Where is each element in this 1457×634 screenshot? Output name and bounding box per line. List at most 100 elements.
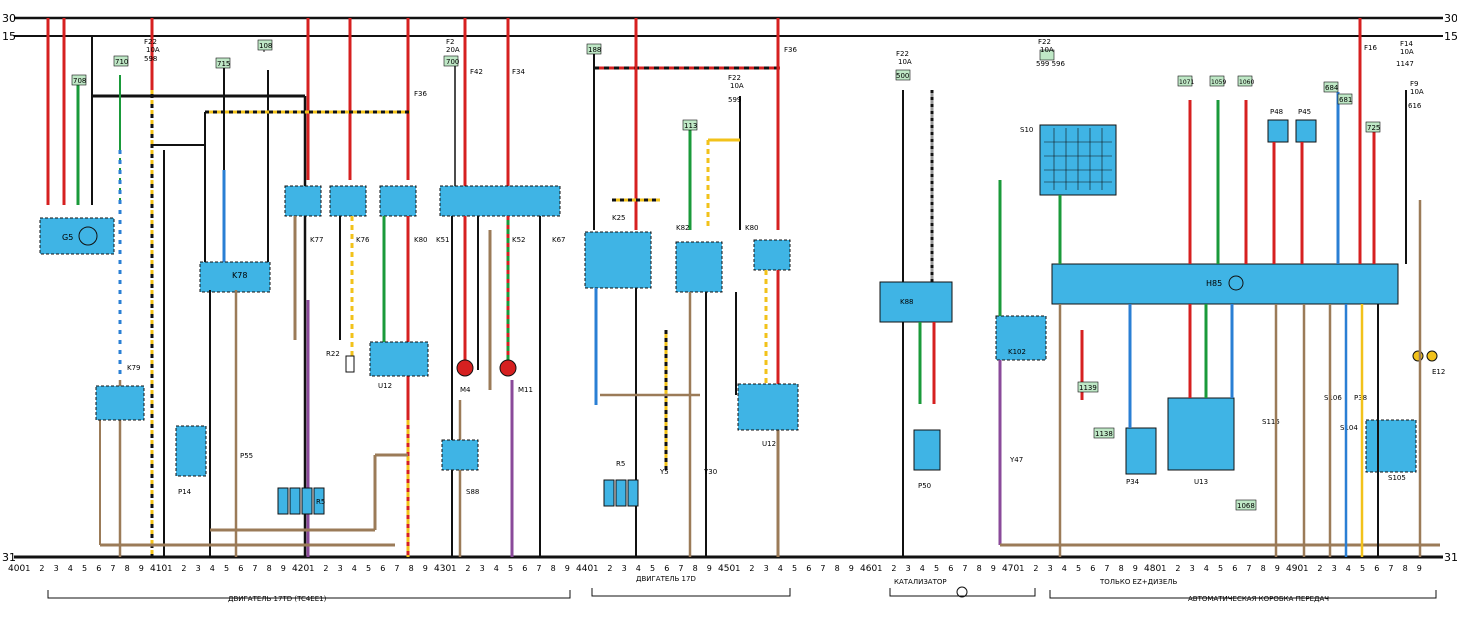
ruler-digit: 3: [1190, 564, 1195, 573]
ruler-digit: 9: [1133, 564, 1138, 573]
wire-code-715-label: 715: [217, 60, 230, 68]
fuse-f22-a-rating: 10A: [146, 46, 160, 54]
ruler-digit: 9: [707, 564, 712, 573]
ruler-digit: 8: [835, 564, 840, 573]
ruler-digit: 6: [948, 564, 953, 573]
ruler-digit: 4: [1204, 564, 1209, 573]
ruler-digit: 1: [451, 564, 456, 573]
bus-31-label-right: 31: [1444, 551, 1457, 564]
K88-block: [879, 281, 953, 323]
K25-block: [584, 231, 652, 289]
ruler-digit: 3: [906, 564, 911, 573]
ruler-digit: 4: [636, 564, 641, 573]
fuse-f9: F9: [1410, 80, 1418, 88]
section-glow-wiring: K51 K52 K67 M4 M11 S88: [436, 18, 566, 557]
Y30-label: Y30: [703, 468, 717, 476]
fuse-f22-b: F22: [728, 74, 741, 82]
K82-label: K82: [676, 224, 690, 232]
ruler-digit: 8: [1261, 564, 1266, 573]
S105-block: [1365, 419, 1417, 473]
K102-block: [995, 315, 1047, 361]
S115-label: S115: [1262, 418, 1280, 426]
ruler-major-480: 480: [1144, 564, 1161, 574]
ruler-digit: 9: [139, 564, 144, 573]
wire-code-684-label: 684: [1325, 84, 1339, 92]
ruler-digit: 2: [1175, 564, 1180, 573]
M11-label: M11: [518, 386, 533, 394]
fuse-f22-c-rating: 10A: [898, 58, 912, 66]
G5-block: [39, 217, 115, 255]
K79-label: K79: [127, 364, 141, 372]
fuse-f22-c: F22: [896, 50, 909, 58]
ruler-digit: 3: [1332, 564, 1337, 573]
S10-grid: [1044, 128, 1112, 190]
ruler-digit: 2: [891, 564, 896, 573]
fuse-f14-code: 1147: [1396, 60, 1414, 68]
K67-label: K67: [552, 236, 566, 244]
K102-label: K102: [1008, 348, 1026, 356]
U12-label-a: U12: [378, 382, 392, 390]
ruler-digit: 9: [1275, 564, 1280, 573]
bus-31-label-left: 31: [2, 551, 16, 564]
M4-motor: [456, 359, 474, 377]
ruler-digit: 5: [82, 564, 87, 573]
P50-block: [913, 429, 941, 471]
ruler-major-420: 420: [292, 564, 309, 574]
fuse-f36-a: F36: [414, 90, 427, 98]
K77-label: K77: [310, 236, 324, 244]
P14-label: P14: [178, 488, 192, 496]
wire-code-681-label: 681: [1339, 96, 1352, 104]
K80-block-b: [753, 239, 791, 271]
fuse-f16: F16: [1364, 44, 1377, 52]
ruler-major-460: 460: [860, 564, 877, 574]
fuse-f22-b-code: 599: [728, 96, 741, 104]
Y47-label: Y47: [1009, 456, 1023, 464]
ruler-digit: 7: [394, 564, 399, 573]
fuse-f2: F2: [446, 38, 454, 46]
ruler-digit: 7: [962, 564, 967, 573]
ruler-digit: 6: [1232, 564, 1237, 573]
K79-block: [95, 385, 145, 421]
K77-block: [284, 185, 322, 217]
fuse-f42: F42: [470, 68, 483, 76]
ruler-digit: 7: [1104, 564, 1109, 573]
fuse-f9-code: 616: [1408, 102, 1422, 110]
K82-block: [675, 241, 723, 293]
ruler-major-450: 450: [718, 564, 735, 574]
ruler-digit: 7: [110, 564, 115, 573]
section-catalyst-wiring: K88 P50: [879, 69, 953, 557]
P14-block: [175, 425, 207, 477]
ruler-digit: 6: [664, 564, 669, 573]
P48-label: P48: [1270, 108, 1283, 116]
R5-label-a: R5: [316, 498, 325, 506]
ruler-digit: 5: [508, 564, 513, 573]
P50-label: P50: [918, 482, 931, 490]
fuse-f22-d-rating: 10A: [1040, 46, 1054, 54]
ruler-major-410: 410: [150, 564, 167, 574]
ruler-digit: 2: [1033, 564, 1038, 573]
U13-block: [1167, 397, 1235, 471]
R5-resistor-pack-a: [277, 487, 325, 515]
ruler-digit: 4: [210, 564, 215, 573]
ruler-digit: 6: [806, 564, 811, 573]
fuse-f34: F34: [512, 68, 525, 76]
ruler-digit: 5: [1360, 564, 1365, 573]
section-17d-wiring: 188 113 K25 K82 K80 U12 Y5 Y30: [584, 18, 799, 557]
ruler-digit: 8: [977, 564, 982, 573]
ruler-digit: 4: [1062, 564, 1067, 573]
ruler-digit: 6: [1090, 564, 1095, 573]
ruler-digit: 7: [678, 564, 683, 573]
H85-block: [1051, 263, 1399, 305]
R5-label-b: R5: [616, 460, 625, 468]
fuse-f2-rating: 20A: [446, 46, 460, 54]
Y5-label: Y5: [659, 468, 669, 476]
wire-code-1059-label: 1059: [1211, 79, 1226, 86]
ruler-digit: 5: [650, 564, 655, 573]
P34-block: [1125, 427, 1157, 475]
fuse-f22-d-code: 599 596: [1036, 60, 1065, 68]
ruler-digit: 5: [934, 564, 939, 573]
ruler-digit: 3: [1048, 564, 1053, 573]
ruler-digit: 8: [409, 564, 414, 573]
ruler-digit: 2: [607, 564, 612, 573]
